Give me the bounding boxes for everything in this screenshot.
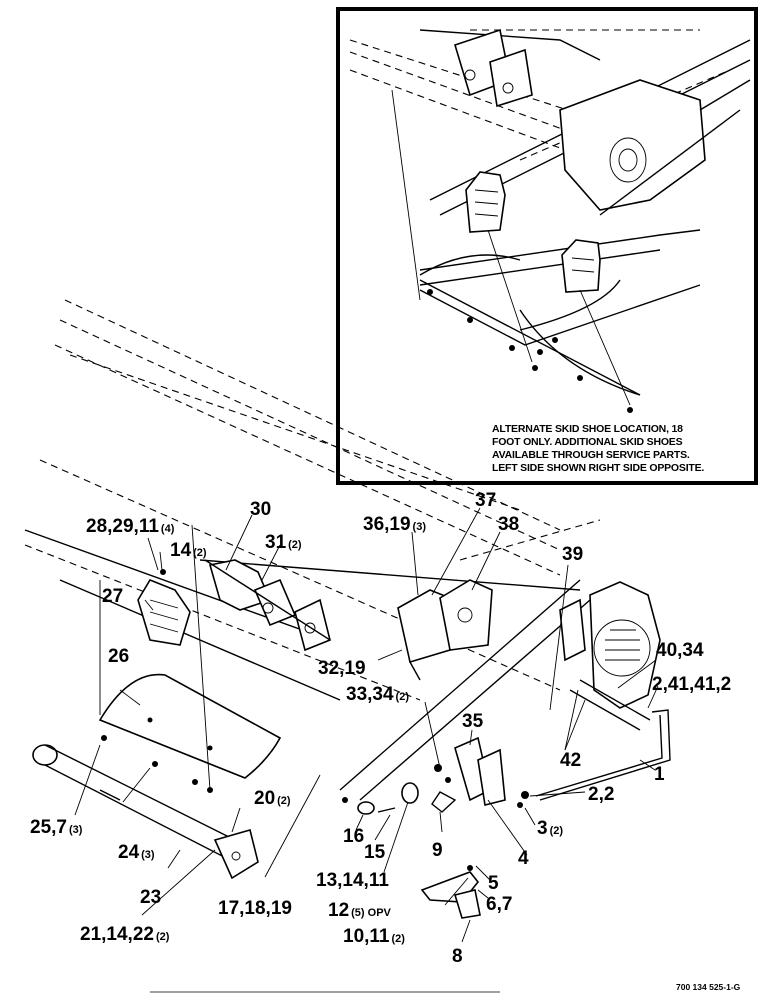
callout-20-text: 20: [254, 788, 275, 809]
callout-14-text: 14: [170, 540, 192, 561]
callout-10-11-qty: (2): [392, 933, 406, 945]
callout-36-19-qty: (3): [413, 521, 427, 533]
inset-panel: ALTERNATE SKID SHOE LOCATION, 18 FOOT ON…: [336, 7, 758, 485]
callout-21-14-22-qty: (2): [156, 931, 170, 943]
callout-3-qty: (2): [550, 825, 564, 837]
shield-26: [98, 673, 282, 793]
callout-28-29-11: 28,29,11(4): [86, 516, 175, 537]
small-hardware: [342, 782, 529, 815]
callout-24-text: 24: [118, 842, 140, 863]
callout-12: 12(5) OPV: [328, 900, 392, 921]
inset-note-line-2: FOOT ONLY. ADDITIONAL SKID SHOES: [492, 436, 683, 448]
callout-40-34: 40,34: [656, 640, 704, 661]
callout-17-18-19: 17,18,19: [218, 898, 292, 919]
callout-32-19: 32,19: [318, 658, 366, 679]
callout-21-14-22-text: 21,14,22: [80, 924, 154, 945]
callout-28-29-11-qty: (4): [161, 523, 175, 535]
tube-23: [32, 735, 259, 880]
shield-37-38: [397, 579, 493, 681]
callout-24-qty: (3): [141, 849, 155, 861]
rod-1: [535, 709, 671, 801]
callout-12-qty: (5) OPV: [351, 907, 391, 919]
callout-28-29-11-text: 28,29,11: [86, 516, 159, 537]
callout-2-2: 2,2: [588, 784, 614, 805]
callout-23: 23: [140, 887, 161, 908]
callout-36-19-text: 36,19: [363, 514, 411, 535]
callout-25-7: 25,7(3): [30, 817, 83, 838]
callout-3: 3(2): [537, 818, 563, 839]
footer: 700 134 525-1-G: [150, 982, 741, 993]
callout-37: 37: [475, 490, 496, 511]
callout-39: 39: [562, 544, 583, 565]
drawing-code: 700 134 525-1-G: [676, 982, 741, 992]
callout-5: 5: [488, 873, 499, 894]
callout-35: 35: [462, 711, 484, 732]
callout-36-19: 36,19(3): [363, 514, 426, 535]
callout-25-7-text: 25,7: [30, 817, 67, 838]
callout-16: 16: [343, 826, 364, 847]
leader-lines: [74, 507, 659, 943]
callout-33-34-text: 33,34: [346, 684, 394, 705]
callout-14-qty: (2): [193, 547, 207, 559]
callout-8: 8: [452, 946, 463, 967]
callout-4: 4: [518, 848, 529, 869]
callout-10-11-text: 10,11: [343, 926, 390, 947]
inset-note-line-4: LEFT SIDE SHOWN RIGHT SIDE OPPOSITE.: [492, 462, 704, 474]
callout-13-14-11: 13,14,11: [316, 870, 389, 891]
callout-1: 1: [654, 764, 665, 785]
callout-20-qty: (2): [277, 795, 291, 807]
bearing-plates-30-31: [204, 559, 331, 652]
callout-2-41-41-2: 2,41,41,2: [652, 674, 731, 695]
callout-3-text: 3: [537, 818, 548, 839]
pivot-bracket: [431, 736, 506, 813]
callout-20: 20(2): [254, 788, 291, 809]
callout-33-34: 33,34(2): [346, 684, 409, 705]
callout-14: 14(2): [170, 540, 207, 561]
callout-31-text: 31: [265, 532, 287, 553]
inset-note-line-3: AVAILABLE THROUGH SERVICE PARTS.: [492, 449, 690, 461]
callout-27: 27: [102, 586, 123, 607]
inset-note-line-1: ALTERNATE SKID SHOE LOCATION, 18: [492, 423, 683, 435]
callout-31: 31(2): [265, 532, 302, 553]
callout-33-34-qty: (2): [396, 691, 410, 703]
callout-6-7: 6,7: [486, 894, 512, 915]
callout-15: 15: [364, 842, 386, 863]
callout-38: 38: [498, 514, 519, 535]
skid-shoe-27: [137, 569, 191, 646]
skid-8: [420, 865, 481, 919]
callout-12-text: 12: [328, 900, 349, 921]
callout-42: 42: [560, 750, 581, 771]
callout-10-11: 10,11(2): [343, 926, 405, 947]
callout-26: 26: [108, 646, 129, 667]
callout-30: 30: [250, 499, 271, 520]
callout-24: 24(3): [118, 842, 155, 863]
callout-25-7-qty: (3): [69, 824, 83, 836]
callout-9: 9: [432, 840, 443, 861]
callout-21-14-22: 21,14,22(2): [80, 924, 170, 945]
callouts: 1 2,2 3(2) 4 5 6,7 8 9 10,11(2) 12(5) OP…: [30, 490, 731, 967]
gearbox-assembly: [559, 581, 661, 731]
callout-31-qty: (2): [288, 539, 302, 551]
